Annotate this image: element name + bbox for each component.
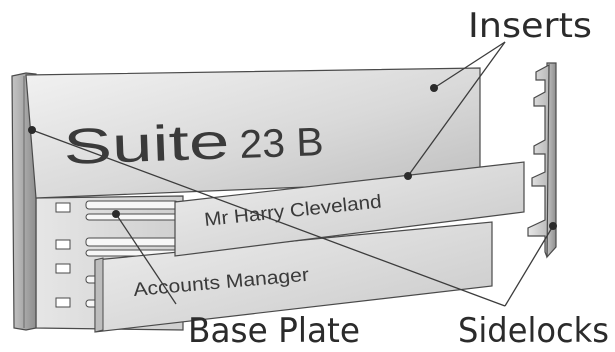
insert-main: Suite 23 B xyxy=(25,67,481,199)
main-sign-text-number: 23 B xyxy=(239,120,324,167)
leader-dots xyxy=(28,84,557,230)
leader-sidelocks-left xyxy=(31,129,506,307)
leader-lines xyxy=(31,41,554,307)
leader-inserts-strip xyxy=(407,41,506,177)
sidelock-part xyxy=(527,62,557,259)
callout-base-plate: Base Plate xyxy=(188,311,360,351)
callout-sidelocks: Sidelocks xyxy=(458,311,609,351)
main-sign-text-suite: Suite xyxy=(62,113,230,175)
insert-harry-cleveland: Mr Harry Cleveland xyxy=(174,161,525,257)
leader-inserts-main xyxy=(433,41,506,89)
leader-sidelocks-right xyxy=(504,225,554,307)
leader-base-plate xyxy=(115,213,177,305)
callout-inserts: Inserts xyxy=(468,6,592,46)
base-plate-notches xyxy=(55,202,71,308)
